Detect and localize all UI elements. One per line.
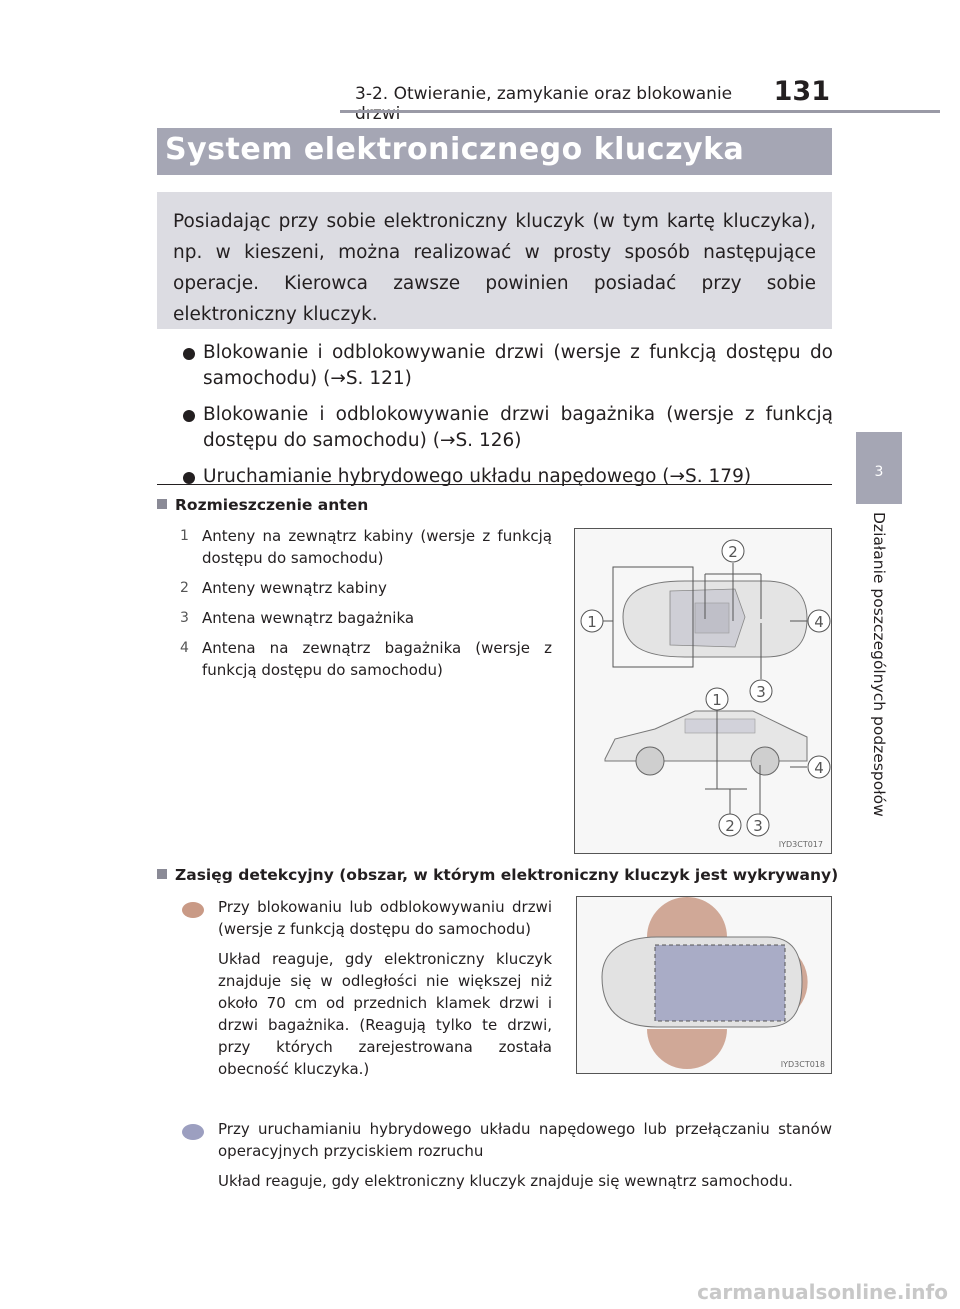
list-item: 2 Anteny wewnątrz kabiny <box>180 577 552 599</box>
zone2-text: Układ reaguje, gdy elektroniczny kluczyk… <box>218 1172 793 1190</box>
antenna-illustration: 1 2 4 3 1 4 2 3 IYD3CT017 <box>580 539 831 849</box>
range-illustration: IYD3CT018 <box>601 897 825 1069</box>
svg-text:2: 2 <box>728 543 738 561</box>
antenna-diagram: 1 2 4 3 1 4 2 3 IYD3CT017 <box>574 528 832 854</box>
page-number: 131 <box>773 76 830 107</box>
figure-code: IYD3CT018 <box>781 1060 825 1069</box>
list-item-text: Anteny na zewnątrz kabiny (wersje z funk… <box>202 527 552 567</box>
svg-text:3: 3 <box>753 817 763 835</box>
antenna-list: 1 Anteny na zewnątrz kabiny (wersje z fu… <box>180 525 552 689</box>
list-item-text: Anteny wewnątrz kabiny <box>202 579 387 597</box>
list-item: Blokowanie i odblokowywanie drzwi (wersj… <box>183 340 833 392</box>
svg-text:1: 1 <box>712 691 722 709</box>
watermark: carmanualsonline.info <box>697 1280 948 1304</box>
number-badge: 3 <box>180 610 189 626</box>
list-item-text: Uruchamianie hybrydowego układu napędowe… <box>203 466 752 487</box>
number-badge: 2 <box>180 580 189 596</box>
page-title: System elektronicznego kluczyka <box>165 132 745 167</box>
zone2-description: Przy uruchamianiu hybrydowego układu nap… <box>218 1118 832 1200</box>
list-item: 4 Antena na zewnątrz bagażnika (wersje z… <box>180 637 552 681</box>
intro-box: Posiadając przy sobie elektroniczny kluc… <box>157 192 832 329</box>
car-top-view <box>622 580 808 658</box>
bullet-icon <box>183 348 195 360</box>
list-item: Blokowanie i odblokowywanie drzwi bagażn… <box>183 402 833 454</box>
number-badge: 1 <box>180 528 189 544</box>
car-side-view <box>604 710 808 776</box>
chapter-title: Działanie poszczególnych podzespołów <box>870 512 888 817</box>
feature-list: Blokowanie i odblokowywanie drzwi (wersj… <box>183 340 833 500</box>
chapter-tab: 3 <box>856 432 902 504</box>
svg-text:4: 4 <box>814 613 824 631</box>
svg-text:3: 3 <box>756 683 766 701</box>
title-bar: System elektronicznego kluczyka <box>157 128 832 175</box>
zone1-text: Układ reaguje, gdy elektroniczny kluczyk… <box>218 950 552 1078</box>
number-badge: 4 <box>180 640 189 656</box>
section-divider <box>157 484 832 485</box>
list-item: 3 Antena wewnątrz bagażnika <box>180 607 552 629</box>
list-item: Uruchamianie hybrydowego układu napędowe… <box>183 464 833 490</box>
page-header: 3-2. Otwieranie, zamykanie oraz blokowan… <box>355 76 830 124</box>
square-bullet-icon <box>157 499 167 509</box>
list-item-text: Blokowanie i odblokowywanie drzwi (wersj… <box>203 342 833 389</box>
bullet-icon <box>183 472 195 484</box>
list-item-text: Antena wewnątrz bagażnika <box>202 609 415 627</box>
list-item-text: Blokowanie i odblokowywanie drzwi bagażn… <box>203 404 833 451</box>
square-bullet-icon <box>157 869 167 879</box>
range-heading: Zasięg detekcyjny (obszar, w którym elek… <box>157 866 838 884</box>
header-rule <box>340 110 940 113</box>
svg-text:4: 4 <box>814 759 824 777</box>
lock-zone-icon <box>182 902 204 918</box>
bullet-icon <box>183 410 195 422</box>
zone1-title: Przy blokowaniu lub odblokowywaniu drzwi… <box>218 898 552 938</box>
list-item-text: Antena na zewnątrz bagażnika (wersje z f… <box>202 639 552 679</box>
figure-code: IYD3CT017 <box>779 840 823 849</box>
svg-text:1: 1 <box>587 613 597 631</box>
zone2-title: Przy uruchamianiu hybrydowego układu nap… <box>218 1120 832 1160</box>
list-item: 1 Anteny na zewnątrz kabiny (wersje z fu… <box>180 525 552 569</box>
range-diagram: IYD3CT018 <box>576 896 832 1074</box>
svg-text:2: 2 <box>725 817 735 835</box>
cabin-zone-icon <box>182 1124 204 1140</box>
section-title: 3-2. Otwieranie, zamykanie oraz blokowan… <box>355 84 733 124</box>
zone1-description: Przy blokowaniu lub odblokowywaniu drzwi… <box>218 896 552 1088</box>
antenna-heading: Rozmieszczenie anten <box>157 496 368 514</box>
